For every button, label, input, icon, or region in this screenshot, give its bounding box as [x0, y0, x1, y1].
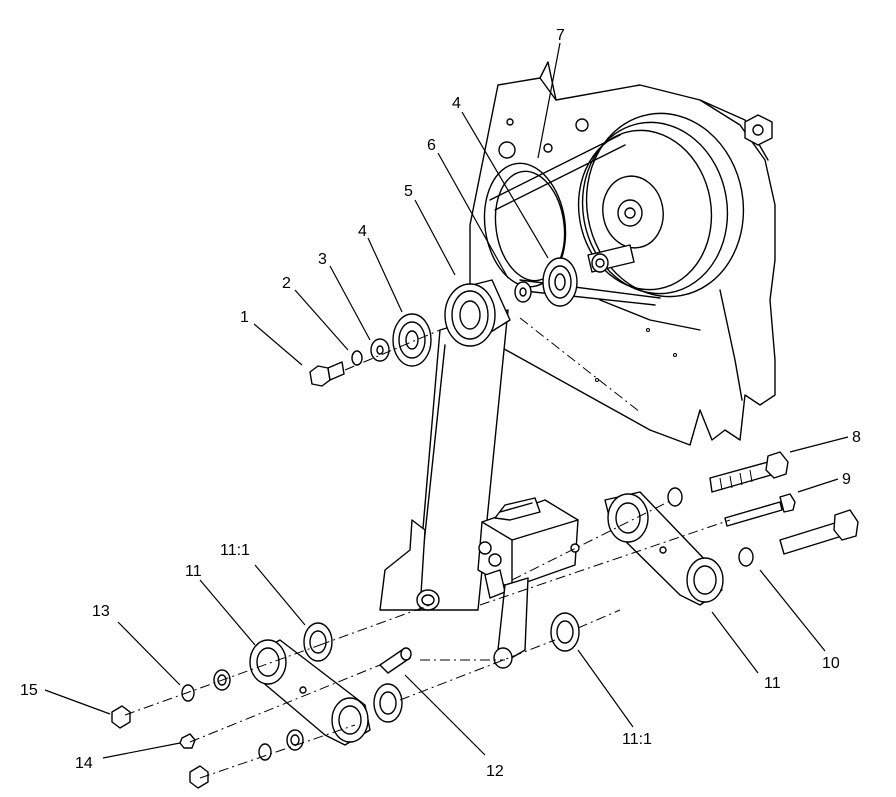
callout-4: 4: [358, 223, 367, 240]
spacer: [514, 281, 532, 303]
callout-2: 2: [282, 275, 291, 292]
bolt-lower: [779, 509, 859, 555]
bearing-lower: [373, 683, 403, 723]
washer-13c: [258, 743, 272, 761]
washer-13d: [286, 729, 304, 751]
callout-8: 8: [852, 429, 861, 446]
callout-6: 6: [427, 137, 436, 154]
callout-10: 10: [822, 655, 840, 672]
flat-washer: [370, 338, 390, 362]
bearing-right: [550, 612, 580, 652]
idler-pulley: [444, 279, 511, 347]
link-right: [604, 491, 724, 606]
callout-1: 1: [240, 309, 249, 326]
sleeve: [379, 647, 412, 674]
callout-9: 9: [842, 471, 851, 488]
callout-12: 12: [486, 763, 504, 780]
link-left: [249, 639, 371, 746]
callout-labels: 1 2 3 4 4 5 6 7 8 9 10 11 11 11:1 11:1 1…: [20, 27, 861, 780]
callout-11-right: 11: [764, 675, 781, 692]
callout-14: 14: [75, 755, 93, 772]
nut-lower: [189, 765, 209, 789]
callout-5: 5: [404, 183, 413, 200]
lock-washer: [351, 350, 363, 366]
washer-10: [738, 547, 754, 567]
callout-3: 3: [318, 251, 327, 268]
callout-11-1-right: 11:1: [622, 731, 652, 748]
leader-lines: [44, 42, 849, 759]
bolt: [309, 361, 345, 387]
pivot-block: [477, 497, 580, 669]
callout-15: 15: [20, 682, 38, 699]
washer-13a: [181, 684, 195, 702]
washer-8: [667, 487, 683, 507]
bolt-thin: [724, 493, 796, 527]
bolt-long: [709, 451, 789, 493]
bearing-left: [303, 622, 333, 662]
callout-4-upper: 4: [452, 95, 461, 112]
belt-housing: [469, 61, 776, 446]
bearing-upper: [542, 257, 578, 307]
callout-11-left: 11: [185, 563, 202, 580]
callout-7: 7: [556, 27, 565, 44]
bearing: [392, 313, 432, 367]
callout-11-1-left: 11:1: [220, 542, 250, 559]
nut-15: [111, 705, 131, 729]
callout-13: 13: [92, 603, 110, 620]
